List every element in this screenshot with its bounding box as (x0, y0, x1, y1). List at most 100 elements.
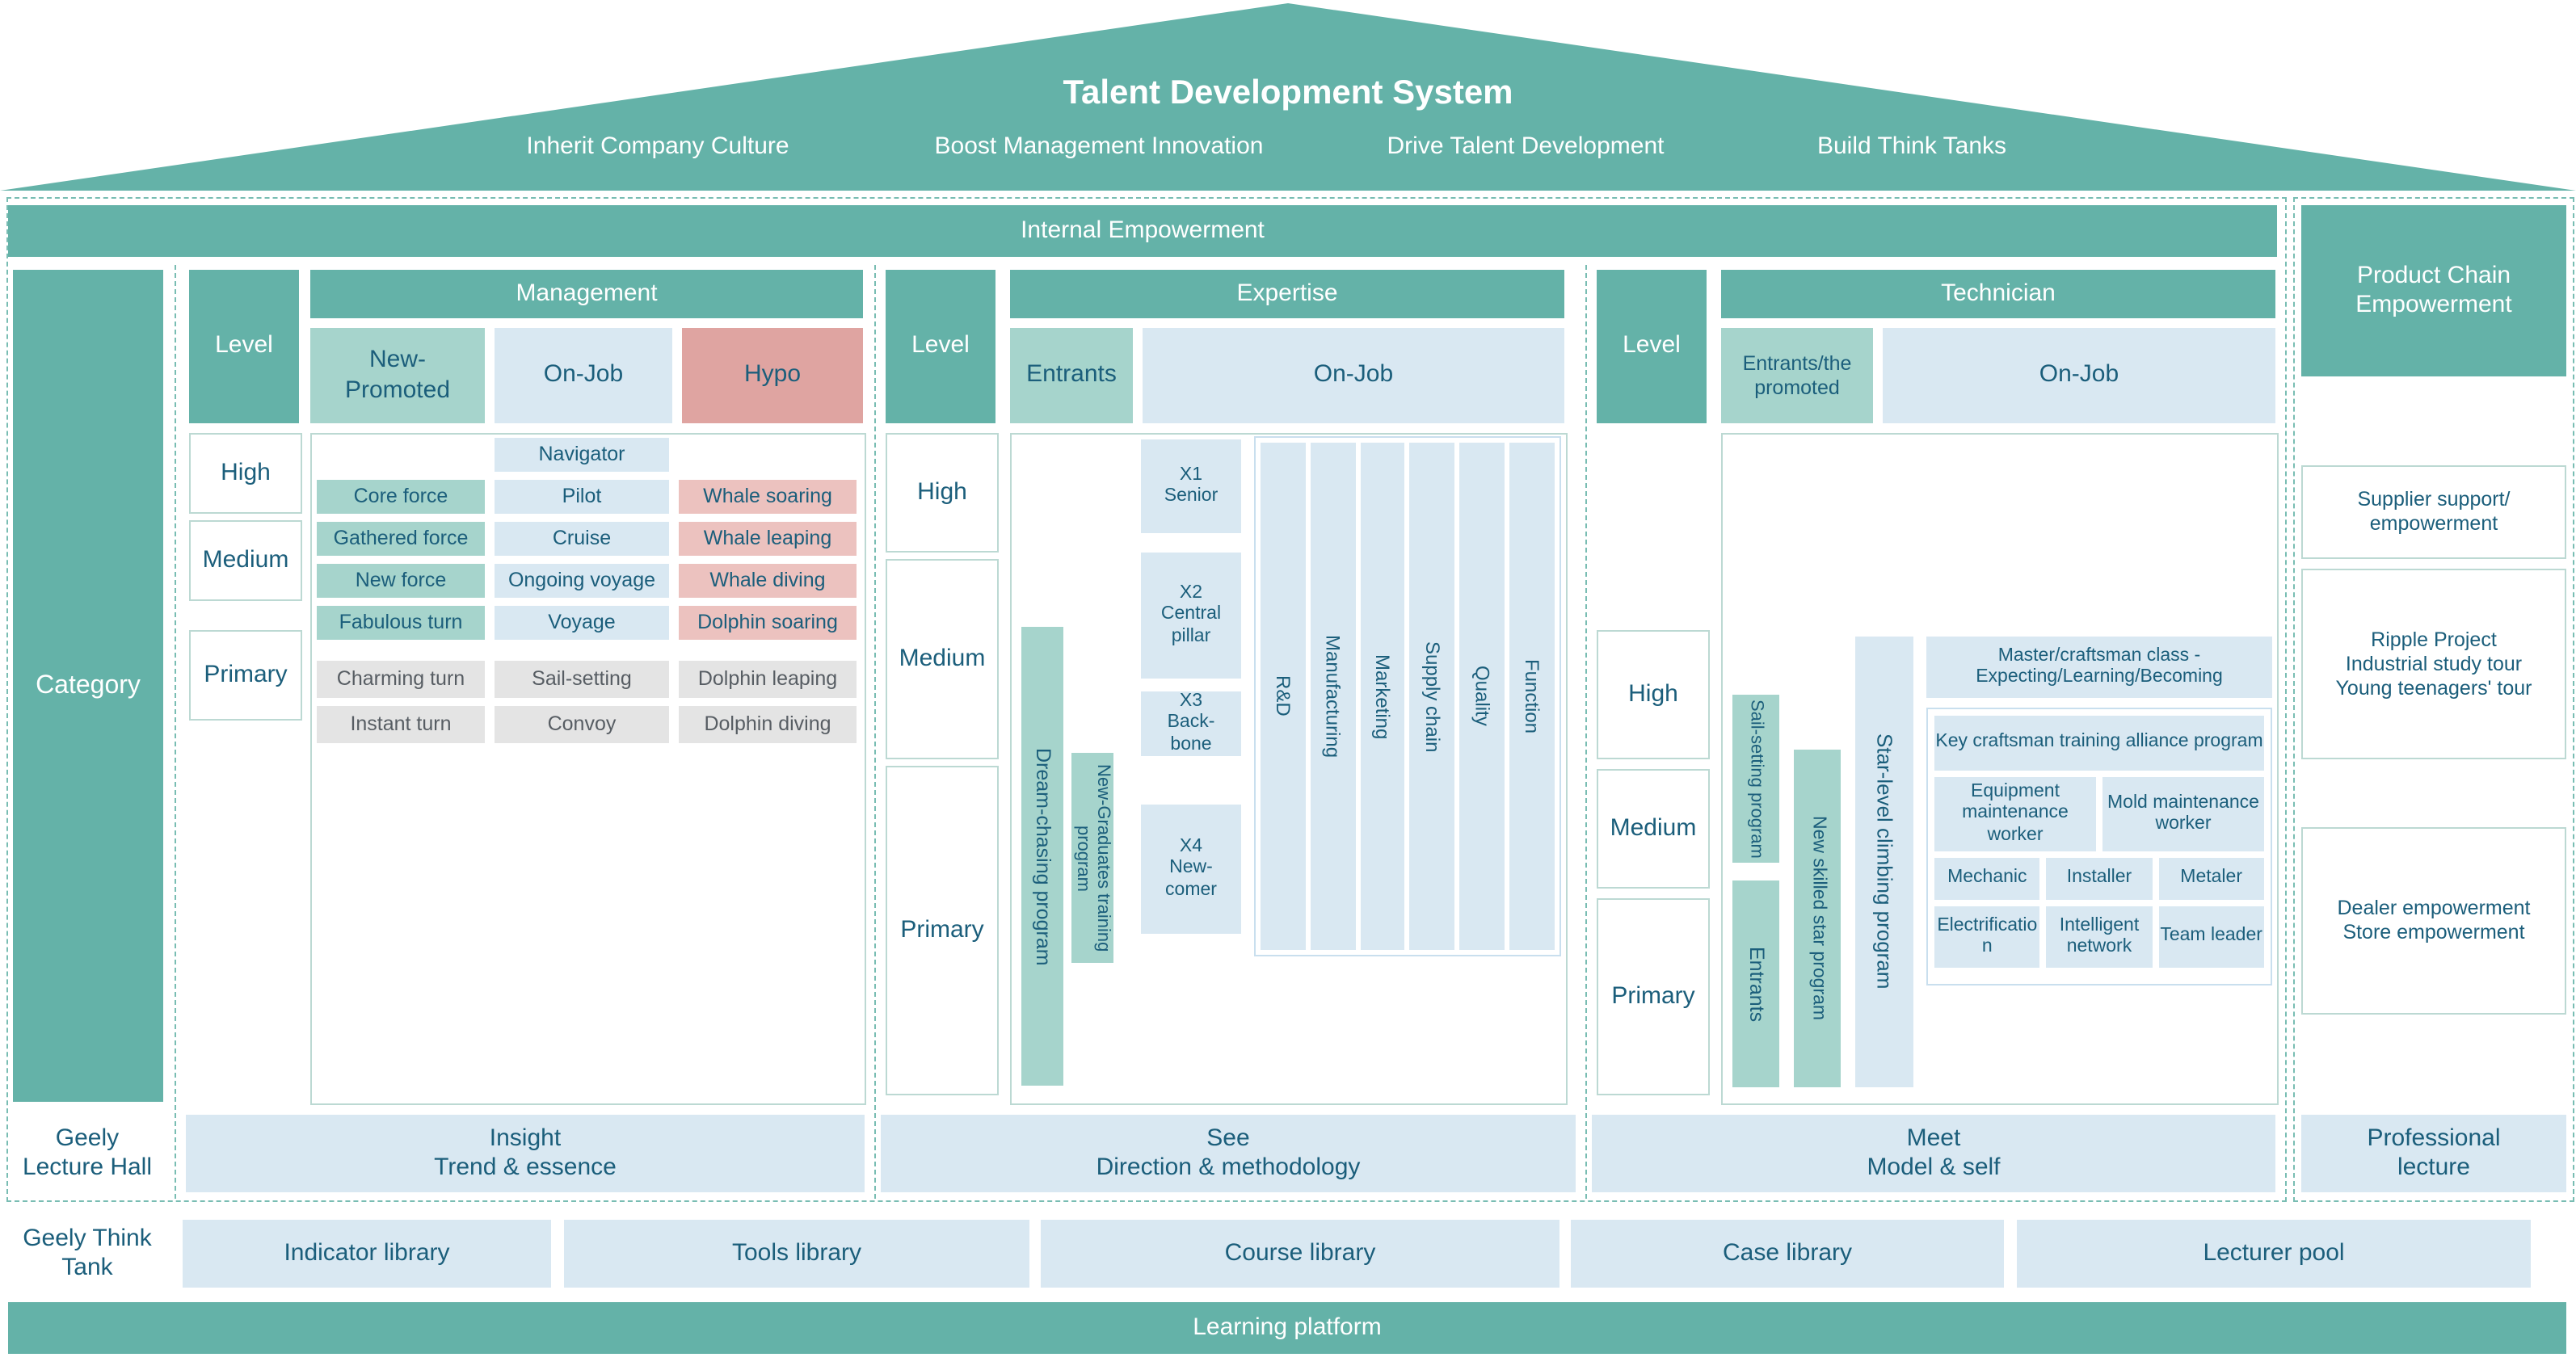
roof-pillar: Inherit Company Culture (526, 132, 789, 160)
key-craftsman-alliance-panel: Key craftsman training alliance program … (1926, 708, 2272, 985)
expertise-function-column: Manufacturing (1310, 443, 1356, 950)
technician-entrants-label: Entrants (1745, 946, 1768, 1022)
product-chain-header: Product Chain Empowerment (2301, 205, 2566, 376)
expertise-col-entrants: Entrants (1010, 328, 1133, 423)
management-item: Convoy (495, 706, 669, 743)
alliance-item: Team leader (2158, 906, 2264, 968)
new-graduates-program-bar: New-Graduates training program (1071, 753, 1113, 963)
diagram-title: Talent Development System (1063, 74, 1513, 111)
section-divider (175, 265, 176, 1199)
management-col-new-promoted: New- Promoted (310, 328, 485, 423)
product-chain-frame (2293, 197, 2574, 1202)
management-level-primary: Primary (189, 630, 302, 721)
expertise-x4-box: X4 New- comer (1141, 805, 1241, 934)
lecture-hall-item: Insight Trend & essence (186, 1115, 865, 1192)
expertise-function-column: Function (1509, 443, 1555, 950)
section-divider (1585, 265, 1587, 1199)
expertise-level-header: Level (886, 270, 995, 423)
roof-shape: Talent Development System Inherit Compan… (0, 3, 2576, 191)
expertise-function-column: R&D (1261, 443, 1306, 950)
management-item: Gathered force (317, 522, 485, 556)
management-row: Navigator (317, 438, 857, 472)
management-item: Sail-setting (495, 661, 669, 698)
technician-level-medium: Medium (1597, 769, 1710, 889)
new-skilled-star-program-label: New skilled star program (1808, 816, 1829, 1021)
management-row: Core force Pilot Whale soaring (317, 480, 857, 514)
technician-col-on-job: On-Job (1883, 328, 2275, 423)
technician-header: Technician (1721, 270, 2275, 318)
new-skilled-star-program-bar: New skilled star program (1794, 750, 1841, 1087)
star-level-climbing-program-bar: Star-level climbing program (1855, 637, 1913, 1087)
function-label: Function (1521, 658, 1544, 734)
function-label: Manufacturing (1321, 634, 1345, 759)
expertise-function-column: Supply chain (1409, 443, 1455, 950)
expertise-header: Expertise (1010, 270, 1564, 318)
management-row: Gathered force Cruise Whale leaping (317, 522, 857, 556)
expertise-function-column: Marketing (1360, 443, 1405, 950)
roof-pillar: Build Think Tanks (1816, 132, 2007, 160)
alliance-item: Mold maintenance worker (2102, 777, 2264, 851)
expertise-level-high: High (886, 433, 999, 553)
management-item: Whale diving (679, 564, 857, 598)
alliance-item: Installer (2046, 858, 2153, 900)
management-item: Charming turn (317, 661, 485, 698)
think-tank-item: Course library (1041, 1220, 1559, 1288)
roof-pillar: Drive Talent Development (1387, 132, 1665, 160)
star-level-climbing-program-label: Star-level climbing program (1872, 733, 1897, 990)
think-tank-label: Geely Think Tank (23, 1224, 152, 1281)
alliance-item: Equipment maintenance worker (1934, 777, 2096, 851)
alliance-item: Electrification (1934, 906, 2040, 968)
management-item: Whale soaring (679, 480, 857, 514)
management-item: Navigator (495, 438, 669, 472)
technician-entrants-bar: Entrants (1732, 880, 1779, 1087)
management-item: Dolphin diving (679, 706, 857, 743)
alliance-row: Electrification Intelligent network Team… (1934, 906, 2264, 968)
management-level-high: High (189, 433, 302, 514)
management-item: Pilot (495, 480, 669, 514)
dream-chasing-program-label: Dream-chasing program (1032, 747, 1054, 965)
function-label: Marketing (1371, 653, 1395, 739)
alliance-row: Mechanic Installer Metaler (1934, 858, 2264, 900)
product-chain-box: Supplier support/ empowerment (2301, 465, 2566, 559)
internal-empowerment-banner: Internal Empowerment (8, 205, 2277, 257)
alliance-item: Metaler (2158, 858, 2264, 900)
lecture-hall-item: See Direction & methodology (881, 1115, 1576, 1192)
management-item: Voyage (495, 606, 669, 640)
function-label: R&D (1271, 675, 1294, 717)
management-item: New force (317, 564, 485, 598)
management-row: Fabulous turn Voyage Dolphin soaring (317, 606, 857, 640)
product-chain-box: Ripple Project Industrial study tour You… (2301, 569, 2566, 759)
category-label: Category (13, 270, 163, 1102)
spacer (679, 438, 857, 472)
expertise-x3-box: X3 Back- bone (1141, 691, 1241, 756)
technician-level-high: High (1597, 630, 1710, 759)
lecture-hall-item: Meet Model & self (1592, 1115, 2275, 1192)
management-col-on-job: On-Job (495, 328, 672, 423)
think-tank-item: Lecturer pool (2017, 1220, 2531, 1288)
expertise-x2-box: X2 Central pillar (1141, 553, 1241, 679)
think-tank-item: Tools library (564, 1220, 1029, 1288)
management-item: Dolphin soaring (679, 606, 857, 640)
technician-col-entrants: Entrants/the promoted (1721, 328, 1873, 423)
roof-pillar: Boost Management Innovation (934, 132, 1264, 160)
management-level-medium: Medium (189, 520, 302, 601)
management-col-hypo: Hypo (682, 328, 863, 423)
master-craftsman-class-box: Master/craftsman class - Expecting/Learn… (1926, 637, 2272, 698)
lecture-hall-item: Professional lecture (2301, 1115, 2566, 1192)
expertise-content-box (1010, 433, 1568, 1105)
management-row: New force Ongoing voyage Whale diving (317, 564, 857, 598)
think-tank-item: Case library (1571, 1220, 2004, 1288)
learning-platform-banner: Learning platform (8, 1302, 2566, 1354)
new-graduates-program-label: New-Graduates training program (1073, 763, 1113, 952)
expertise-functions-group: R&D Manufacturing Marketing Supply chain… (1254, 436, 1561, 956)
technician-level-header: Level (1597, 270, 1707, 423)
management-item: Core force (317, 480, 485, 514)
expertise-col-on-job: On-Job (1143, 328, 1564, 423)
lecture-hall-label: Geely Lecture Hall (22, 1124, 153, 1181)
think-tank-item: Indicator library (183, 1220, 551, 1288)
expertise-x1-box: X1 Senior (1141, 439, 1241, 533)
function-label: Quality (1471, 666, 1494, 727)
main-frame (6, 197, 2287, 1202)
management-item: Ongoing voyage (495, 564, 669, 598)
